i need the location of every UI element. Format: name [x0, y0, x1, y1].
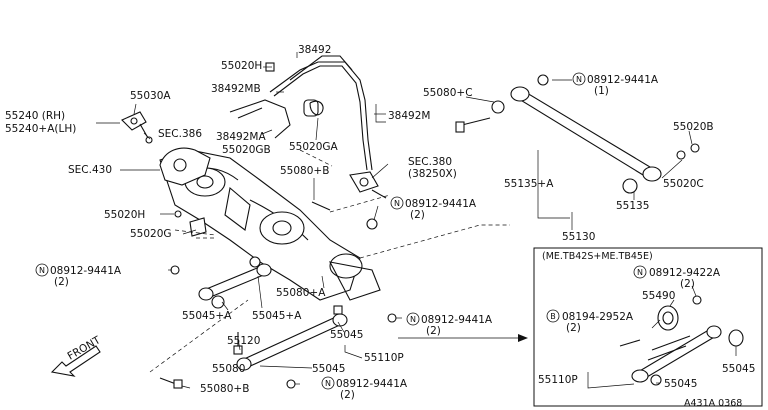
svg-text:B: B	[550, 312, 556, 321]
svg-text:N: N	[39, 266, 45, 275]
callout-labels: 38492 55020H 38492MB 55030A 55240 (RH) 5…	[5, 44, 755, 409]
nut-marker-right: N	[406, 312, 420, 326]
breather-sec380	[349, 171, 387, 199]
diagram-ref-code: A431A 0368	[684, 398, 742, 409]
inset-label-nut-qty: (2)	[680, 278, 695, 290]
label-55020c: 55020C	[663, 178, 704, 190]
leader-lines	[96, 52, 693, 389]
svg-text:N: N	[325, 379, 331, 388]
label-55045: 55045	[330, 329, 363, 341]
nut-marker-inset: N	[633, 265, 647, 279]
label-nut-top-qty: (1)	[594, 85, 609, 97]
nut-bottom	[286, 379, 296, 389]
label-nut-right: 08912-9441A	[421, 314, 493, 326]
label-55020gb: 55020GB	[222, 144, 271, 156]
label-55110p: 55110P	[364, 352, 404, 364]
bracket-38492ma	[229, 99, 291, 139]
bolt-55080	[159, 332, 243, 389]
label-nut-mid-qty: (2)	[410, 209, 425, 221]
nut-mid	[366, 218, 378, 230]
label-sec430: SEC.430	[68, 164, 112, 176]
label-55080c: 55080+C	[423, 87, 473, 99]
label-55020b: 55020B	[673, 121, 714, 133]
nut-right	[387, 313, 397, 323]
label-sec380-sub: (38250X)	[408, 168, 457, 180]
inset-label-bolt-qty: (2)	[566, 322, 581, 334]
label-55020g: 55020G	[130, 228, 172, 240]
label-nut-left-qty: (2)	[54, 276, 69, 288]
bolt-55020h-mid	[174, 210, 182, 218]
label-sec386: SEC.386	[158, 128, 202, 140]
label-38492: 38492	[298, 44, 331, 56]
label-55080a: 55080+A	[276, 287, 326, 299]
label-55045-b: 55045	[312, 363, 345, 375]
label-nut-top: 08912-9441A	[587, 74, 659, 86]
svg-text:N: N	[637, 268, 643, 277]
svg-text:N: N	[394, 199, 400, 208]
nut-marker-bottom: N	[321, 376, 335, 390]
inset-label-55490: 55490	[642, 290, 675, 302]
label-nut-bottom: 08912-9441A	[336, 378, 408, 390]
label-55030a: 55030A	[130, 90, 171, 102]
lower-link-55120	[198, 256, 272, 309]
label-55020h-top: 55020H	[221, 60, 262, 72]
inset-label-nut: 08912-9422A	[649, 267, 721, 279]
nut-left	[170, 265, 180, 275]
differential-housing	[159, 147, 211, 186]
label-55045a-right: 55045+A	[252, 310, 302, 322]
clip-55020ga	[309, 100, 324, 116]
label-55135: 55135	[616, 200, 649, 212]
nut-marker-left: N	[35, 263, 49, 277]
label-nut-left: 08912-9441A	[50, 265, 122, 277]
upper-link-55130	[455, 74, 700, 194]
label-sec380: SEC.380	[408, 156, 452, 168]
label-38492ma: 38492MA	[216, 131, 266, 143]
label-55240-rh: 55240 (RH)	[5, 110, 65, 122]
label-nut-right-qty: (2)	[426, 325, 441, 337]
label-55240-lh: 55240+A(LH)	[5, 123, 76, 135]
label-55080b-top: 55080+B	[280, 165, 329, 177]
inset-label-55045-bottom: 55045	[664, 378, 697, 390]
inset-label-bolt: 08194-2952A	[562, 311, 634, 323]
mounting-bracket-55030a	[121, 111, 153, 144]
reference-lines	[149, 149, 510, 373]
inset-title: (ME.TB42S+ME.TB45E)	[542, 251, 653, 262]
inset-detail-box	[533, 247, 763, 407]
label-55020h-mid: 55020H	[104, 209, 145, 221]
label-55120: 55120	[227, 335, 260, 347]
inset-pointer-arrow	[398, 334, 528, 342]
label-55045a-left: 55045+A	[182, 310, 232, 322]
bolt-marker-inset: B	[546, 309, 560, 323]
inset-label-55045-right: 55045	[722, 363, 755, 375]
label-38492mb: 38492MB	[211, 83, 261, 95]
nut-marker-top: N	[572, 72, 586, 86]
bolt-55080b-top	[311, 201, 331, 211]
svg-text:N: N	[576, 75, 582, 84]
nut-marker-mid: N	[390, 196, 404, 210]
label-nut-bottom-qty: (2)	[340, 389, 355, 401]
label-38492m: 38492M	[388, 110, 430, 122]
inset-label-55110p: 55110P	[538, 374, 578, 386]
label-55135a: 55135+A	[504, 178, 554, 190]
label-55080: 55080	[212, 363, 245, 375]
label-nut-mid: 08912-9441A	[405, 198, 477, 210]
label-55080b-bottom: 55080+B	[200, 383, 249, 395]
label-55020ga: 55020GA	[289, 141, 339, 153]
label-55130: 55130	[562, 231, 595, 243]
front-arrow	[50, 345, 101, 377]
svg-text:N: N	[410, 315, 416, 324]
